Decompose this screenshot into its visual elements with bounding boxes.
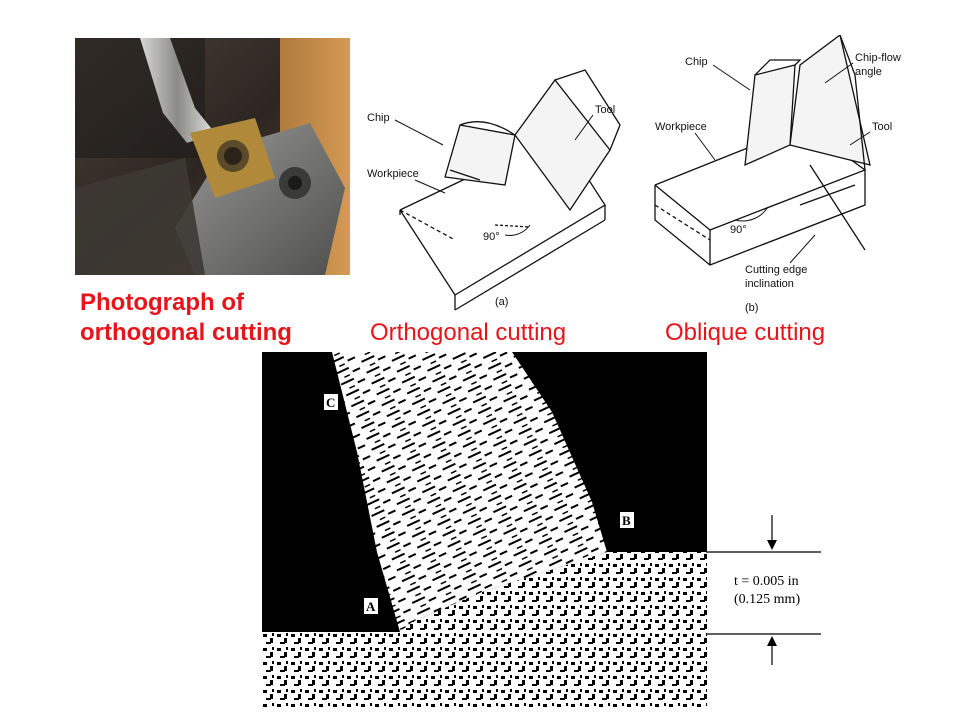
diagram-b-chip-flow-label-2: angle bbox=[855, 66, 882, 78]
diagram-b-edge-label-1: Cutting edge bbox=[745, 264, 807, 276]
diagram-b-chip-label: Chip bbox=[685, 56, 708, 68]
micrograph-label-b: B bbox=[622, 513, 631, 528]
photo-caption-line-2: orthogonal cutting bbox=[80, 319, 292, 346]
diagram-b-angle-label: 90° bbox=[730, 224, 747, 236]
diagram-a-panel-label: (a) bbox=[495, 296, 508, 308]
diagram-b-chip-flow-label-1: Chip-flow bbox=[855, 52, 901, 64]
diagram-a-workpiece-label: Workpiece bbox=[367, 168, 419, 180]
diagram-a-tool-label: Tool bbox=[595, 104, 615, 116]
cutting-photograph bbox=[75, 38, 350, 275]
micrograph-label-c: C bbox=[326, 395, 335, 410]
diagram-b-workpiece-label: Workpiece bbox=[655, 121, 707, 133]
photo-caption-line-1: Photograph of bbox=[80, 289, 244, 316]
photo-image bbox=[75, 38, 350, 275]
diagram-a-angle-label: 90° bbox=[483, 231, 500, 243]
orthogonal-diagram-drawing: Chip Tool Workpiece 90° (a) bbox=[367, 69, 621, 311]
micrograph-label-a: A bbox=[366, 599, 376, 614]
orthogonal-caption: Orthogonal cutting bbox=[370, 319, 567, 346]
micrograph-image: C B A bbox=[262, 352, 707, 707]
oblique-diagram-drawing: Chip Chip-flow angle Workpiece Tool 90° … bbox=[654, 33, 901, 314]
thickness-label-line-1: t = 0.005 in bbox=[734, 574, 799, 589]
thickness-dimension-lines: t = 0.005 in (0.125 mm) bbox=[706, 515, 821, 665]
oblique-cutting-diagram: Chip Chip-flow angle Workpiece Tool 90° … bbox=[650, 33, 930, 315]
thickness-label-line-2: (0.125 mm) bbox=[734, 592, 800, 607]
diagram-b-tool-label: Tool bbox=[872, 121, 892, 133]
chip-micrograph: C B A bbox=[262, 352, 707, 707]
oblique-caption: Oblique cutting bbox=[665, 319, 826, 346]
diagram-b-edge-label-2: inclination bbox=[745, 278, 794, 290]
photo-caption: Photograph of orthogonal cutting bbox=[80, 288, 292, 348]
diagram-a-chip-label: Chip bbox=[367, 112, 390, 124]
diagram-b-panel-label: (b) bbox=[745, 302, 758, 314]
thickness-dimension: t = 0.005 in (0.125 mm) bbox=[706, 510, 826, 670]
orthogonal-cutting-diagram: Chip Tool Workpiece 90° (a) bbox=[355, 65, 645, 315]
